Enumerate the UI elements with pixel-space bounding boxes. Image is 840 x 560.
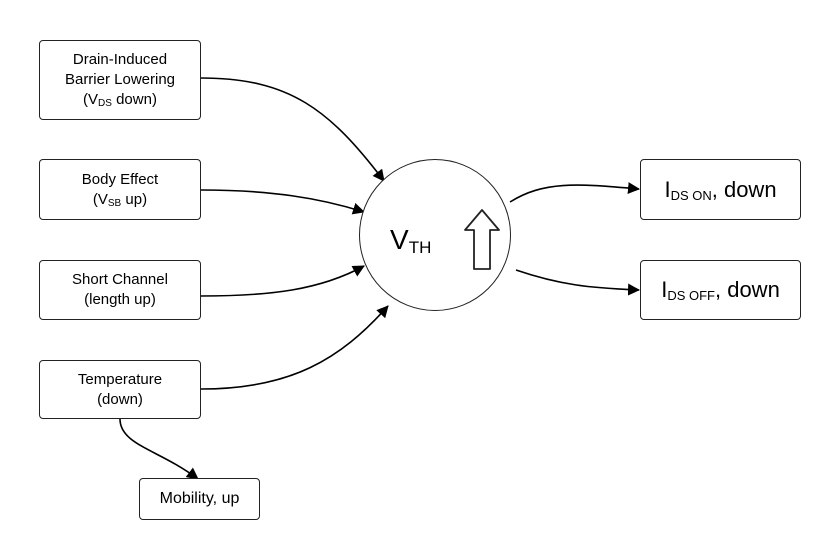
dibl-line1: Drain-Induced bbox=[72, 51, 168, 68]
mobility-box: Mobility, up bbox=[139, 478, 260, 520]
short-channel-line1: Short Channel bbox=[72, 271, 168, 288]
dibl-box: Drain-Induced Barrier Lowering (VDS down… bbox=[39, 40, 201, 120]
temperature-line1: Temperature bbox=[77, 370, 163, 388]
edge-vth-to-ids-on bbox=[509, 182, 640, 203]
dibl-line3: (VDS down) bbox=[83, 91, 157, 109]
edge-temperature-to-mobility bbox=[119, 418, 199, 480]
temperature-box: Temperature (down) bbox=[39, 360, 201, 419]
dibl-line2: Barrier Lowering bbox=[64, 71, 176, 88]
ids-on-label: IDS ON, down bbox=[664, 176, 777, 203]
body-effect-box: Body Effect (VSB up) bbox=[39, 159, 201, 220]
body-effect-line1: Body Effect bbox=[81, 170, 159, 188]
edge-vth-to-ids-off bbox=[515, 269, 640, 296]
ids-on-box: IDS ON, down bbox=[640, 159, 801, 220]
edge-temperature-to-vth bbox=[200, 305, 389, 390]
mobility-label: Mobility, up bbox=[159, 490, 240, 507]
body-effect-line2: (VSB up) bbox=[92, 190, 148, 209]
vth-label: VTH bbox=[390, 224, 432, 257]
ids-off-label: IDS OFF, down bbox=[661, 277, 780, 303]
short-channel-line2: (length up) bbox=[84, 291, 156, 308]
edge-dibl-to-vth bbox=[200, 77, 385, 182]
ids-off-box: IDS OFF, down bbox=[640, 260, 801, 320]
edge-short-channel-to-vth bbox=[200, 265, 365, 297]
up-arrow-icon bbox=[464, 209, 500, 270]
edge-body-effect-to-vth bbox=[200, 189, 365, 215]
temperature-line2: (down) bbox=[97, 390, 143, 408]
short-channel-box: Short Channel (length up) bbox=[39, 260, 201, 320]
